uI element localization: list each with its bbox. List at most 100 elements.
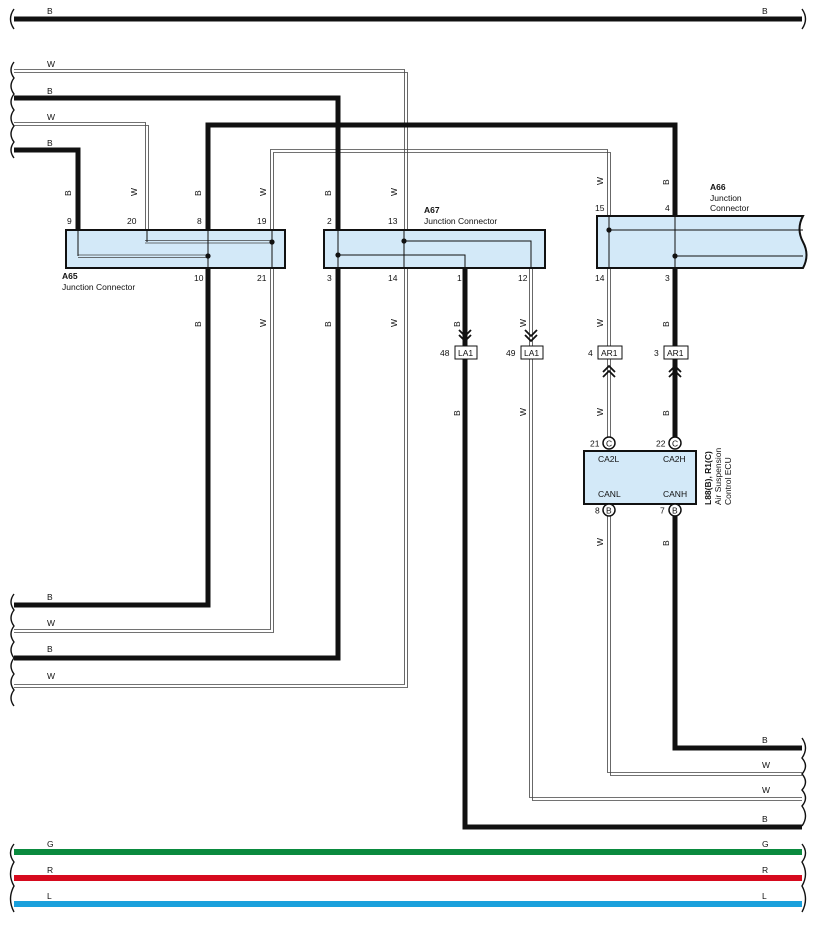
- inline-connector-id: LA1: [524, 348, 539, 358]
- wire-label: W: [518, 408, 528, 416]
- inline-connector-id: LA1: [458, 348, 473, 358]
- ecu-terminal-label: CANL: [598, 489, 621, 499]
- air-suspension-ecu: C C B B 21 22 8 7 CA2L CA2H CANL CANH L8…: [583, 436, 733, 517]
- wire-label: B: [762, 814, 768, 824]
- inline-connector-la1-49: LA1 49: [506, 329, 544, 360]
- wire-label: G: [762, 839, 769, 849]
- wire-label: B: [661, 179, 671, 185]
- connector-id: A67: [424, 205, 440, 215]
- left-break-marks-top: [10, 61, 15, 159]
- ecu-name: Control ECU: [723, 457, 733, 505]
- pin-label: 21: [590, 439, 600, 449]
- inline-connector-la1-48: LA1 48: [440, 329, 478, 360]
- top-bus-b: B B: [9, 6, 807, 30]
- ecu-terminal-label: CA2H: [663, 454, 686, 464]
- wire-label: W: [47, 671, 55, 681]
- pin-label: 3: [654, 348, 659, 358]
- ecu-connector-letter: C: [606, 439, 612, 449]
- wire-label: W: [389, 188, 399, 196]
- wire-label: B: [661, 321, 671, 327]
- pin-label: 48: [440, 348, 450, 358]
- wire-label: R: [762, 865, 768, 875]
- wire-label: B: [762, 735, 768, 745]
- vertical-wire-labels: B W B W B W W B B W B W B W W B B W W B …: [63, 177, 671, 546]
- wire-label: B: [661, 540, 671, 546]
- pin-label: 19: [257, 216, 267, 226]
- ecu-body: [583, 450, 697, 505]
- horizontal-wire-labels-right: B W W B: [762, 735, 770, 824]
- wire-label: W: [47, 59, 55, 69]
- wire-label: B: [193, 190, 203, 196]
- wire-label: B: [323, 321, 333, 327]
- pin-label: 4: [665, 203, 670, 213]
- ecu-name: Air Suspension: [713, 448, 723, 505]
- wire-label: B: [47, 86, 53, 96]
- wire-label: W: [129, 188, 139, 196]
- connector-name: Junction: [710, 193, 742, 203]
- connector-id: A65: [62, 271, 78, 281]
- wire-label: B: [661, 410, 671, 416]
- wire-label: W: [47, 112, 55, 122]
- connector-a66: 15 4 14 3 A66 Junction Connector: [595, 182, 808, 283]
- wire-label: B: [47, 138, 53, 148]
- ecu-connector-letter: B: [672, 506, 678, 516]
- wire-label: B: [452, 321, 462, 327]
- connector-name: Connector: [710, 203, 749, 213]
- inline-connector-id: AR1: [667, 348, 684, 358]
- pin-label: 13: [388, 216, 398, 226]
- connector-a67-body: [323, 229, 546, 269]
- wire-label: B: [47, 644, 53, 654]
- wire-label: W: [762, 785, 770, 795]
- wire-label: R: [47, 865, 53, 875]
- pin-label: 4: [588, 348, 593, 358]
- wire-label: B: [47, 592, 53, 602]
- bottom-buses: G G R R L L: [9, 839, 807, 913]
- connector-a65: 9 20 8 19 10 21 A65 Junction Connector: [62, 216, 286, 292]
- pin-label: 1: [457, 273, 462, 283]
- pin-label: 14: [595, 273, 605, 283]
- connector-a66-body: [596, 215, 808, 269]
- pin-label: 49: [506, 348, 516, 358]
- connector-a67: 2 13 3 14 1 12 A67 Junction Connector: [323, 205, 546, 283]
- horizontal-wire-labels-left: W B W B B W B W: [47, 59, 55, 681]
- connector-a65-body: [65, 229, 286, 269]
- wire-label: B: [193, 321, 203, 327]
- pin-label: 12: [518, 273, 528, 283]
- pin-label: 3: [327, 273, 332, 283]
- wire-label: B: [63, 190, 73, 196]
- wire-label: W: [258, 319, 268, 327]
- pin-label: 20: [127, 216, 137, 226]
- ecu-connector-letter: B: [606, 506, 612, 516]
- ecu-terminal-label: CA2L: [598, 454, 620, 464]
- ecu-connector-letter: C: [672, 439, 678, 449]
- pin-label: 10: [194, 273, 204, 283]
- wire-label: W: [518, 319, 528, 327]
- pin-label: 14: [388, 273, 398, 283]
- pin-label: 7: [660, 506, 665, 516]
- pin-label: 15: [595, 203, 605, 213]
- wire-label: G: [47, 839, 54, 849]
- wire-label: W: [595, 538, 605, 546]
- pin-label: 9: [67, 216, 72, 226]
- white-wires: [14, 69, 802, 801]
- connector-id: A66: [710, 182, 726, 192]
- pin-label: 8: [197, 216, 202, 226]
- ecu-terminal-label: CANH: [663, 489, 687, 499]
- wire-label: W: [258, 188, 268, 196]
- pin-label: 2: [327, 216, 332, 226]
- connector-name: Junction Connector: [424, 216, 497, 226]
- wire-label: B: [323, 190, 333, 196]
- connector-name: Junction Connector: [62, 282, 135, 292]
- pin-label: 3: [665, 273, 670, 283]
- ecu-code: L88(B), R1(C): [703, 451, 713, 505]
- inline-connector-ar1-3: AR1 3: [654, 345, 689, 378]
- wire-label: L: [47, 891, 52, 901]
- pin-label: 21: [257, 273, 267, 283]
- right-break-marks: [801, 737, 807, 827]
- wire-label: B: [452, 410, 462, 416]
- wire-label: B: [762, 6, 768, 16]
- wire-label: W: [595, 408, 605, 416]
- inline-connector-ar1-4: AR1 4: [588, 345, 623, 378]
- pin-label: 22: [656, 439, 666, 449]
